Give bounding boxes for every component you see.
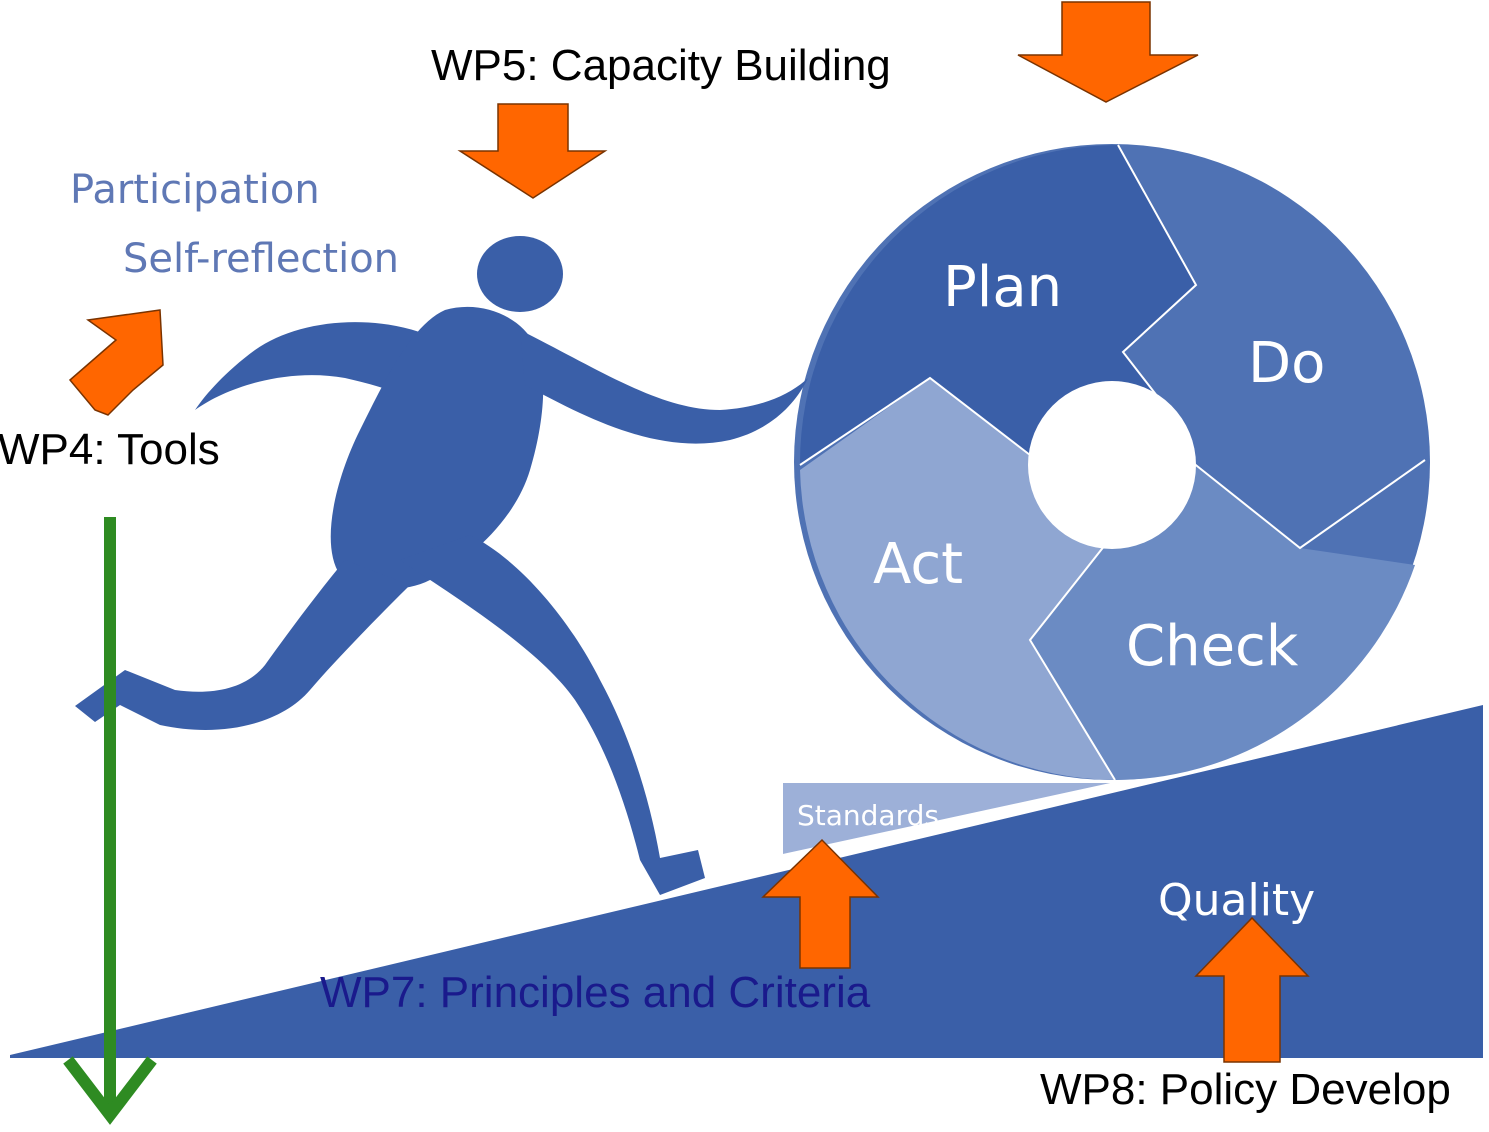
green-down-arrow-icon [63,517,157,1125]
wp5-arrow-icon [457,103,608,199]
figure-head [477,236,563,312]
figure-front-arm [520,330,808,444]
wp5-annotation: WP5: Capacity Building [431,41,891,90]
wp8-arrow-icon [1194,916,1310,1063]
wp8-annotation: WP8: Policy Develop [1040,1065,1451,1114]
wp4-annotation: WP4: Tools [0,425,220,474]
quality-ramp [10,705,1483,1058]
running-figure [75,236,808,895]
figure-back-arm [195,322,440,410]
plan-label: Plan [943,255,1062,320]
wp7-annotation: WP7: Principles and Criteria [320,968,871,1017]
wp4-arrow-icon [68,309,164,416]
wp7-arrow-icon [761,838,880,969]
wheel-dividers [799,144,1426,781]
pdca-wheel [794,144,1430,781]
figure-front-leg [400,535,705,895]
standards-edge [782,782,1116,856]
participation-label: Participation [70,167,320,213]
act-label: Act [873,532,963,597]
wheel-hub [1028,381,1196,549]
figure-torso [330,306,544,590]
quality-label: Quality [1158,875,1315,926]
check-label: Check [1126,614,1299,679]
top-right-arrow-icon [1017,1,1199,103]
figure-back-leg [75,560,410,730]
standards-label: Standards [797,799,939,832]
self-reflection-label: Self-reflection [123,236,399,282]
do-label: Do [1248,331,1325,396]
